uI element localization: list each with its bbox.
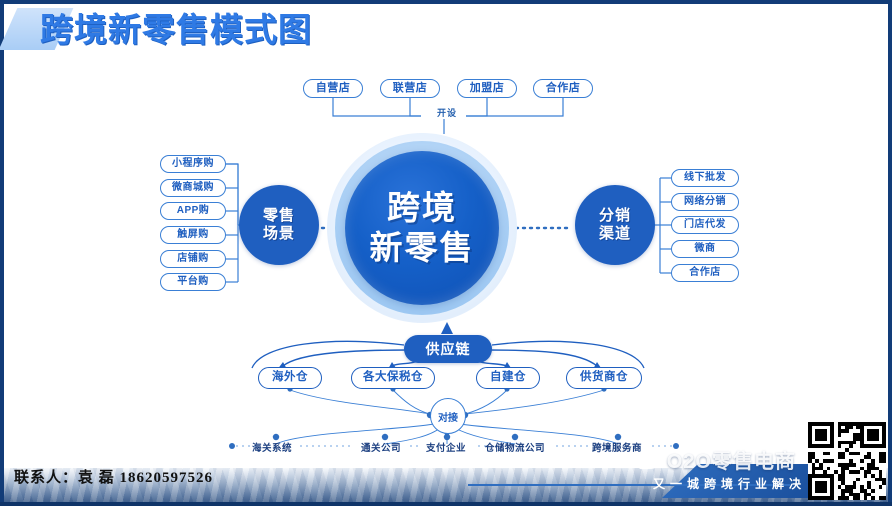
page-title: 跨境新零售模式图	[40, 11, 312, 48]
left-node-1[interactable]: 微商城购	[160, 179, 226, 197]
right-node-4-label: 合作店	[689, 267, 721, 278]
dock-hub-node[interactable]: 对接	[430, 398, 466, 434]
top-node-3-label: 合作店	[545, 82, 581, 94]
left-node-0-label: 小程序购	[172, 158, 214, 169]
left-node-5-label: 平台购	[177, 276, 209, 287]
service-node-2-label: 支付企业	[425, 443, 467, 454]
top-node-1[interactable]: 联营店	[380, 79, 440, 98]
left-node-2[interactable]: APP购	[160, 202, 226, 220]
right-node-2-label: 门店代发	[684, 219, 726, 230]
warehouse-node-0-label: 海外仓	[272, 371, 308, 384]
warehouse-node-2-label: 自建仓	[490, 371, 526, 384]
right-node-2[interactable]: 门店代发	[671, 216, 739, 234]
right-node-1-label: 网络分销	[684, 196, 726, 207]
right-node-0[interactable]: 线下批发	[671, 169, 739, 187]
center-circle-core[interactable]: 跨境 新零售	[345, 151, 499, 305]
dock-hub-label: 对接	[438, 412, 458, 424]
service-node-0[interactable]: 海关系统	[252, 440, 292, 454]
center-title-line1: 跨境	[387, 189, 457, 226]
contact-info: 联系人：袁 磊 18620597526	[14, 470, 214, 486]
top-node-2[interactable]: 加盟店	[457, 79, 517, 98]
brand-watermark-label: O2O零售电商	[666, 451, 796, 473]
frame-right-border	[888, 0, 892, 506]
supply-chain-node[interactable]: 供应链	[404, 335, 492, 363]
top-node-1-label: 联营店	[392, 82, 428, 94]
warehouse-node-3-label: 供货商仓	[580, 371, 628, 384]
hub-distribution-line1: 分销	[598, 207, 631, 224]
hub-distribution-channel[interactable]: 分销 渠道	[575, 185, 655, 265]
service-node-0-label: 海关系统	[251, 443, 293, 454]
footer-divider-rule	[468, 484, 790, 486]
hub-retail-scene-line1: 零售	[262, 207, 295, 224]
service-node-2[interactable]: 支付企业	[426, 440, 466, 454]
footer-slogan: 又一城跨境行业解决	[652, 477, 806, 491]
frame-bottom-border	[0, 502, 892, 506]
right-node-1[interactable]: 网络分销	[671, 193, 739, 211]
right-node-4[interactable]: 合作店	[671, 264, 739, 282]
connector-label-kaishe: 开设	[434, 106, 461, 119]
warehouse-node-1-label: 各大保税仓	[363, 371, 423, 384]
right-node-0-label: 线下批发	[684, 172, 726, 183]
service-node-4-label: 跨境服务商	[591, 443, 643, 454]
warehouse-node-2[interactable]: 自建仓	[476, 367, 540, 389]
top-node-0-label: 自营店	[315, 82, 351, 94]
service-node-3[interactable]: 仓储物流公司	[485, 440, 545, 454]
wechat-icon	[638, 450, 661, 469]
frame-left-border	[0, 0, 4, 506]
left-node-1-label: 微商城购	[172, 182, 214, 193]
center-title-line2: 新零售	[369, 229, 475, 266]
warehouse-node-1[interactable]: 各大保税仓	[351, 367, 435, 389]
top-node-2-label: 加盟店	[469, 82, 505, 94]
top-node-3[interactable]: 合作店	[533, 79, 593, 98]
service-node-3-label: 仓储物流公司	[484, 443, 546, 454]
left-node-4[interactable]: 店铺购	[160, 250, 226, 268]
top-node-0[interactable]: 自营店	[303, 79, 363, 98]
frame-top-border	[0, 0, 892, 4]
supply-chain-label: 供应链	[425, 341, 471, 357]
brand-watermark: O2O零售电商	[638, 445, 796, 474]
service-node-1-label: 通关公司	[360, 443, 402, 454]
right-node-3[interactable]: 微商	[671, 240, 739, 258]
left-node-5[interactable]: 平台购	[160, 273, 226, 291]
warehouse-node-0[interactable]: 海外仓	[258, 367, 322, 389]
left-node-3-label: 触屏购	[177, 229, 209, 240]
service-node-4[interactable]: 跨境服务商	[592, 440, 642, 454]
left-node-0[interactable]: 小程序购	[160, 155, 226, 173]
qr-code[interactable]	[808, 422, 886, 500]
left-node-3[interactable]: 触屏购	[160, 226, 226, 244]
left-node-4-label: 店铺购	[177, 253, 209, 264]
left-node-2-label: APP购	[176, 205, 210, 216]
hub-retail-scene[interactable]: 零售 场景	[239, 185, 319, 265]
service-node-1[interactable]: 通关公司	[361, 440, 401, 454]
right-node-3-label: 微商	[694, 243, 716, 254]
hub-distribution-line2: 渠道	[598, 225, 631, 242]
warehouse-node-3[interactable]: 供货商仓	[566, 367, 642, 389]
hub-retail-scene-line2: 场景	[262, 225, 295, 242]
